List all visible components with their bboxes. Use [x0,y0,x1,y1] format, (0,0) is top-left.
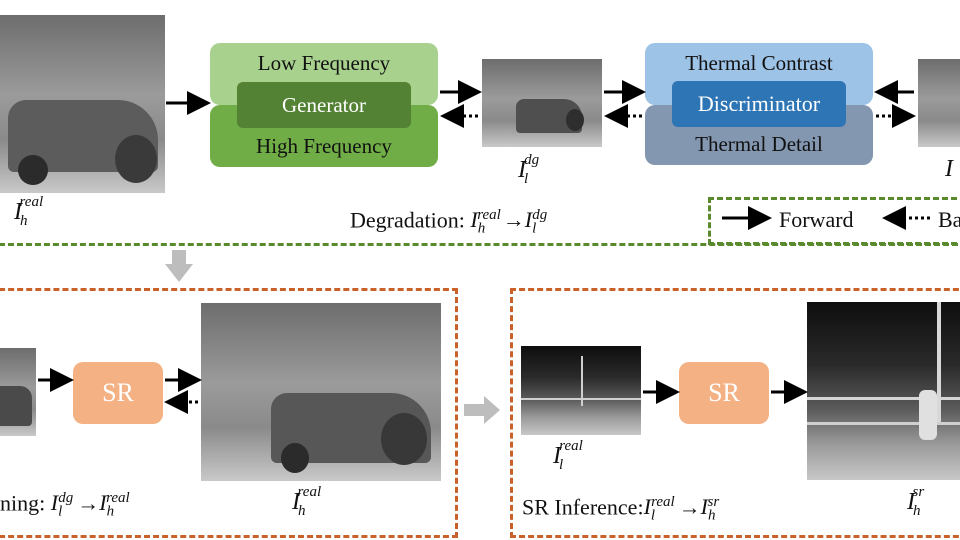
label-I-l-real: Ilreal [553,438,583,473]
degradation-caption: Degradation: Ihreal→Ildg [350,207,548,237]
flow-down-arrow [165,250,193,282]
label-I-h-real: Ihreal [14,194,44,229]
sr-output-street-image [807,302,960,480]
legend-frame [708,197,960,245]
label-I-h-real-output: Ihreal [292,484,322,519]
low-frequency-label: Low Frequency [257,51,391,75]
degraded-car-image [482,59,602,147]
legend-forward-label: Forward [779,207,854,232]
real-lr-image-partial [918,59,960,147]
discriminator-label: Discriminator [697,91,821,116]
degraded-lr-input-image [0,348,36,436]
sr-training-frame [0,288,458,538]
high-frequency-label: High Frequency [256,134,392,158]
sr-training-label: SR [102,378,134,407]
legend-backward-label: Ba [938,207,960,232]
sr-inference-box: SR [679,362,769,424]
label-I-h-sr: Ihsr [907,484,925,519]
sr-training-caption: ning: Ildg→Ihreal [0,490,130,520]
generator-label: Generator [282,92,366,117]
sr-inference-label: SR [708,378,740,407]
degradation-frame [0,0,960,246]
sr-inference-frame [510,288,960,538]
real-lr-street-image [521,346,641,435]
discriminator-box: Discriminator [672,81,846,127]
real-hr-car-image [0,15,165,193]
flow-right-arrow [464,396,500,424]
sr-training-box: SR [73,362,163,424]
sr-inference-caption: SR Inference:Ilreal→Ihsr [522,494,720,524]
generator-box: Generator [237,82,411,128]
label-I-l-dg: Ildg [518,152,540,187]
label-I-partial: I [945,156,953,182]
thermal-contrast-label: Thermal Contrast [685,51,833,75]
real-hr-car-output-image [201,303,441,481]
thermal-detail-label: Thermal Detail [695,132,823,156]
